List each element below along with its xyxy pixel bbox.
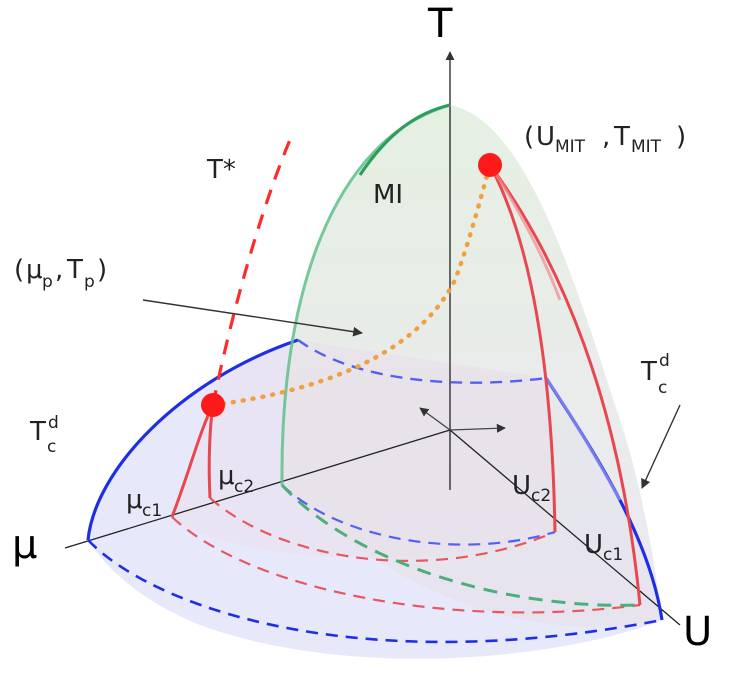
tcd-boundary-right-faded — [544, 377, 622, 501]
t-star-line — [211, 134, 294, 406]
critical-point-p — [201, 393, 225, 417]
mu-c1-base-curve — [171, 516, 641, 614]
muc1-label: μ — [126, 485, 143, 515]
mi-label: MI — [373, 180, 403, 210]
umit-paren-open: ( — [524, 122, 534, 152]
mup-comma: , — [55, 255, 63, 285]
mup-mu-label: μ — [26, 255, 43, 285]
base-front-dashed — [87, 539, 663, 644]
u-axis-line — [449, 429, 681, 626]
mu-axis-label: μ — [12, 522, 37, 568]
muc2-label: μ — [218, 461, 235, 491]
mup-t-label: T — [66, 255, 83, 285]
mi-line-top — [358, 103, 451, 176]
u-c1-spinodal-light — [488, 164, 562, 301]
umit-t-subscript: MIT — [631, 137, 662, 157]
tcd-right-pointer-arrow — [641, 404, 681, 489]
muc2-subscript: c2 — [234, 477, 254, 497]
u-c1-spinodal — [488, 164, 642, 606]
mu-axis-line — [64, 429, 451, 549]
u-c2-spinodal — [488, 164, 557, 533]
u-axis-label: U — [683, 609, 712, 655]
mup-paren-open: ( — [14, 255, 24, 285]
mup-mu-subscript: p — [42, 272, 53, 292]
uc1-label: U — [584, 530, 603, 560]
t-axis-label: T — [427, 1, 453, 47]
mup-t-subscript: p — [84, 272, 95, 292]
mi-base-curve — [280, 483, 641, 607]
tcd-right-subscript: c — [658, 378, 667, 398]
umit-u-label: U — [536, 122, 555, 152]
critical-point-mit — [478, 153, 502, 177]
tcd-right-label: T — [640, 357, 657, 387]
base-back-dashed — [297, 339, 547, 384]
mu-c2-base-curve — [209, 497, 556, 562]
tcd-left-label: T — [29, 417, 46, 447]
umit-t-label: T — [613, 122, 630, 152]
uc1-subscript: c1 — [603, 545, 623, 565]
umit-paren-close: ) — [676, 122, 686, 152]
mup-pointer-arrow — [142, 299, 363, 337]
tcd-left-subscript: c — [47, 437, 56, 457]
t-star-label: T* — [206, 155, 236, 185]
umit-u-subscript: MIT — [555, 137, 586, 157]
tcd-left-superscript: d — [48, 413, 59, 433]
uc2-label: U — [512, 471, 531, 501]
dome-surface — [282, 105, 662, 627]
first-order-dotted-path — [210, 162, 493, 408]
tcd-boundary-left — [86, 338, 299, 541]
in-plane-arrow-left — [419, 407, 451, 431]
uc2-subscript: c2 — [531, 486, 551, 506]
base-blue-inner — [281, 484, 556, 546]
umit-comma: , — [602, 122, 610, 152]
mup-paren-close: ) — [97, 255, 107, 285]
tcd-right-superscript: d — [659, 351, 670, 371]
muc1-subscript: c1 — [142, 501, 162, 521]
inner-sheet — [170, 340, 557, 558]
in-plane-arrow-right — [449, 423, 506, 433]
